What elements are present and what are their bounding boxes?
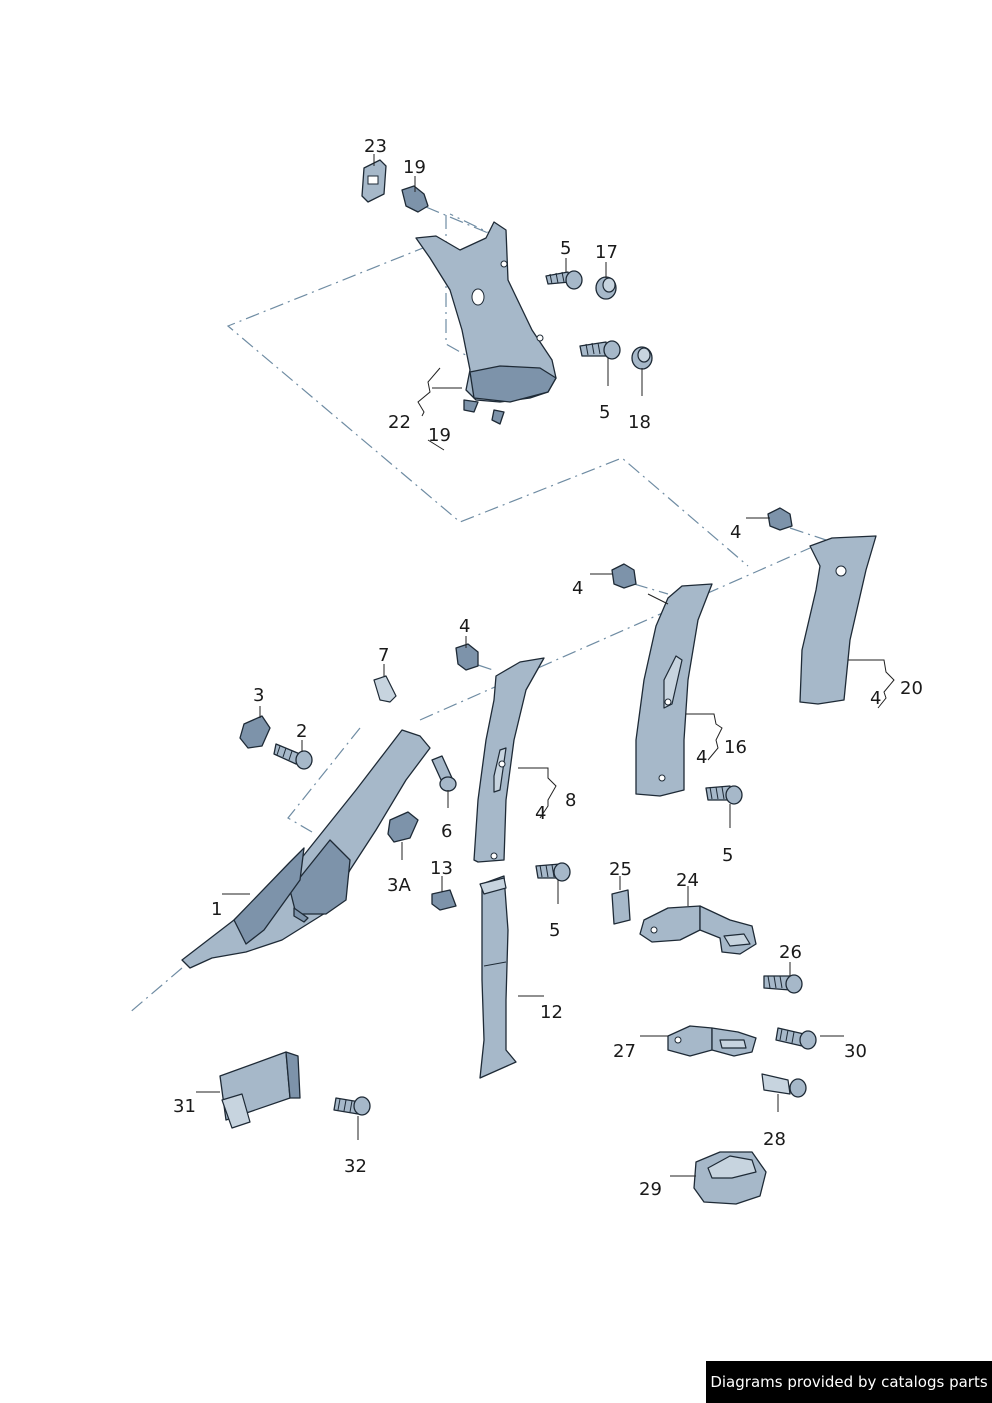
label-5: 5 [599,402,610,423]
label-20: 20 [900,678,923,699]
label-4: 4 [696,747,707,768]
part-4-clip-c [455,643,479,671]
label-7: 7 [378,645,389,666]
part-13-clip [431,889,457,911]
part-12-b-pillar-lower [479,875,517,1079]
part-2-screw [273,743,313,770]
label-6: 6 [441,821,452,842]
label-4: 4 [535,803,546,824]
label-4: 4 [870,688,881,709]
part-3A-clip [387,811,419,843]
part-29-cover [693,1151,767,1205]
label-12: 12 [540,1002,563,1023]
part-26-screw [763,974,803,994]
label-24: 24 [676,870,699,891]
label-8: 8 [565,790,576,811]
part-8-b-pillar-upper [473,657,545,863]
part-24-holder [639,905,757,955]
label-22: 22 [388,412,411,433]
footer-credit: Diagrams provided by catalogs parts [706,1361,992,1403]
label-3: 3 [253,685,264,706]
part-30-screw [775,1027,817,1050]
part-1-a-pillar-trim [181,729,431,969]
label-26: 26 [779,942,802,963]
label-32: 32 [344,1156,367,1177]
part-5-screw-d [535,862,571,882]
part-17-cap [595,276,617,300]
part-7-clip [373,675,397,703]
label-4: 4 [730,522,741,543]
assembly-lines [127,206,827,1015]
label-13: 13 [430,858,453,879]
part-32-screw [333,1096,371,1116]
label-23: 23 [364,136,387,157]
part-19-clip [401,185,429,213]
label-16: 16 [724,737,747,758]
label-28: 28 [763,1129,786,1150]
label-18: 18 [628,412,651,433]
part-25-clip [611,889,631,925]
label-4: 4 [572,578,583,599]
part-3-clip [239,715,271,749]
label-19: 19 [428,425,451,446]
label-29: 29 [639,1179,662,1200]
label-3A: 3A [387,875,411,896]
part-22-upper-trim [415,221,557,425]
part-4-clip-b [611,563,637,589]
part-27-holder [667,1025,757,1057]
label-2: 2 [296,721,307,742]
label-4: 4 [459,616,470,637]
label-19: 19 [403,157,426,178]
part-labels: 23 19 5 17 22 19 5 18 4 4 4 20 4 16 4 5 … [173,136,923,1200]
label-25: 25 [609,859,632,880]
part-31-bracket [219,1051,301,1129]
part-16-c-pillar-trim [635,583,713,797]
part-23-clip [361,159,387,203]
part-5-screw-top-a [545,270,583,290]
part-28-expanding-rivet [761,1073,807,1098]
part-20-rear-trim [799,535,877,705]
part-5-screw-c [705,785,743,805]
label-1: 1 [211,899,222,920]
label-27: 27 [613,1041,636,1062]
leader-lines [196,154,895,1177]
label-5: 5 [560,238,571,259]
part-6-screw [431,755,457,792]
label-30: 30 [844,1041,867,1062]
part-18-cap [631,346,653,370]
part-4-clip-a [767,507,793,531]
part-5-screw-top-b [579,340,621,360]
label-31: 31 [173,1096,196,1117]
label-17: 17 [595,242,618,263]
label-5: 5 [549,920,560,941]
label-5: 5 [722,845,733,866]
